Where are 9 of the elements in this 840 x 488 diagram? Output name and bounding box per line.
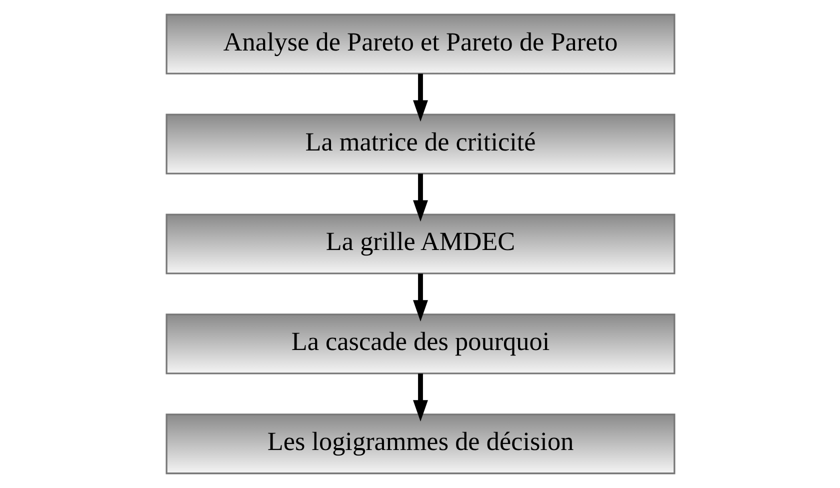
- node-box: La matrice de criticité: [165, 114, 675, 174]
- node-box: La grille AMDEC: [165, 214, 675, 274]
- node-box: Les logigrammes de décision: [165, 414, 675, 474]
- arrow: [412, 374, 428, 422]
- arrow: [412, 274, 428, 322]
- node-box: La cascade des pourquoi: [165, 314, 675, 374]
- node-box: Analyse de Pareto et Pareto de Pareto: [165, 14, 675, 74]
- arrow: [412, 74, 428, 122]
- arrow: [412, 174, 428, 222]
